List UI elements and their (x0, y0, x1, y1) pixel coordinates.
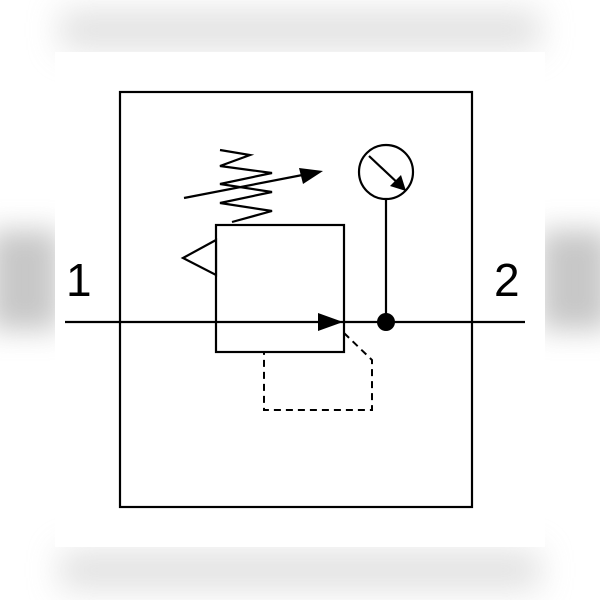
valve-body (214, 223, 346, 354)
background-blur-bottom (60, 550, 540, 590)
background-blur-left (0, 230, 60, 330)
adjustment-arrow-line (183, 170, 319, 200)
enclosure-frame (118, 90, 474, 509)
junction-dot (377, 313, 395, 331)
background-blur-right (540, 230, 600, 330)
background-blur-top (60, 10, 540, 50)
pilot-line-dashed (263, 332, 373, 411)
pressure-gauge-icon (357, 143, 415, 201)
exhaust-triangle-icon (180, 238, 218, 277)
flow-arrow-icon (318, 313, 343, 331)
port-label-inlet: 1 (66, 254, 92, 306)
adjustment-arrowhead-icon (299, 168, 323, 184)
adjustable-spring-icon (219, 148, 273, 224)
port-label-outlet: 2 (494, 254, 520, 306)
